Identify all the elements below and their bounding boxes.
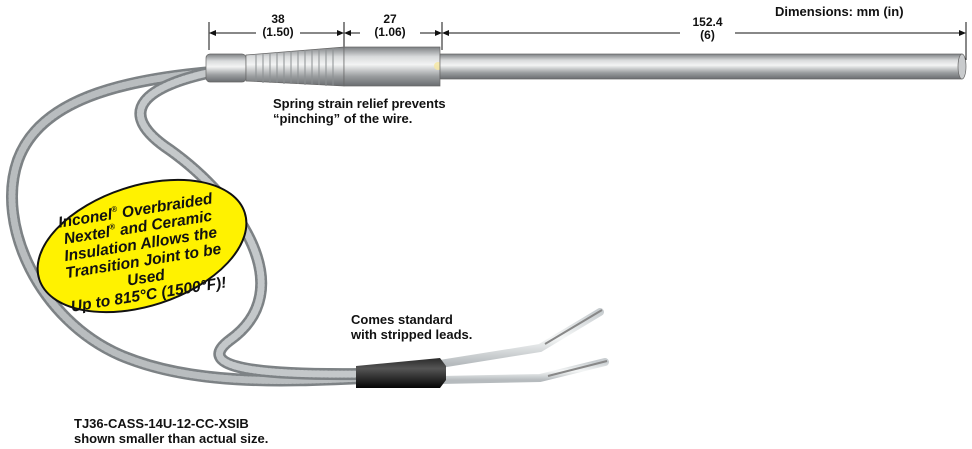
stripped-leads-callout: Comes standard with stripped leads.: [351, 312, 472, 342]
braided-cable: [6, 66, 368, 387]
part-number: TJ36-CASS-14U-12-CC-XSIB: [74, 416, 249, 431]
dimension-mm: 38: [271, 12, 285, 26]
callout-line: Spring strain relief prevents: [273, 96, 446, 111]
product-caption: TJ36-CASS-14U-12-CC-XSIB shown smaller t…: [74, 416, 268, 446]
caption-note: shown smaller than actual size.: [74, 431, 269, 446]
heat-shrink-sleeve: [356, 358, 446, 388]
dimensions-note: Dimensions: mm (in): [775, 4, 904, 19]
dimension-in: (6): [700, 28, 715, 42]
dimension-arrows: [209, 30, 966, 36]
dimension-in: (1.06): [374, 25, 406, 39]
probe-assembly: [205, 46, 967, 87]
callout-line: with stripped leads.: [351, 327, 473, 342]
dimension-mm: 152.4: [692, 15, 723, 29]
dimension-38: 38 (1.50): [256, 13, 300, 39]
dimension-in: (1.50): [262, 25, 294, 39]
dimension-lines: [208, 22, 967, 60]
callout-line: “pinching” of the wire.: [273, 111, 413, 126]
dimension-27: 27 (1.06): [360, 13, 420, 39]
callout-line: Comes standard: [351, 312, 453, 327]
yellow-burst: [36, 178, 248, 314]
strain-relief-callout: Spring strain relief prevents “pinching”…: [273, 96, 446, 126]
dimension-152: 152.4 (6): [680, 16, 735, 42]
wire-leads: [436, 308, 609, 384]
dimension-mm: 27: [383, 12, 397, 26]
